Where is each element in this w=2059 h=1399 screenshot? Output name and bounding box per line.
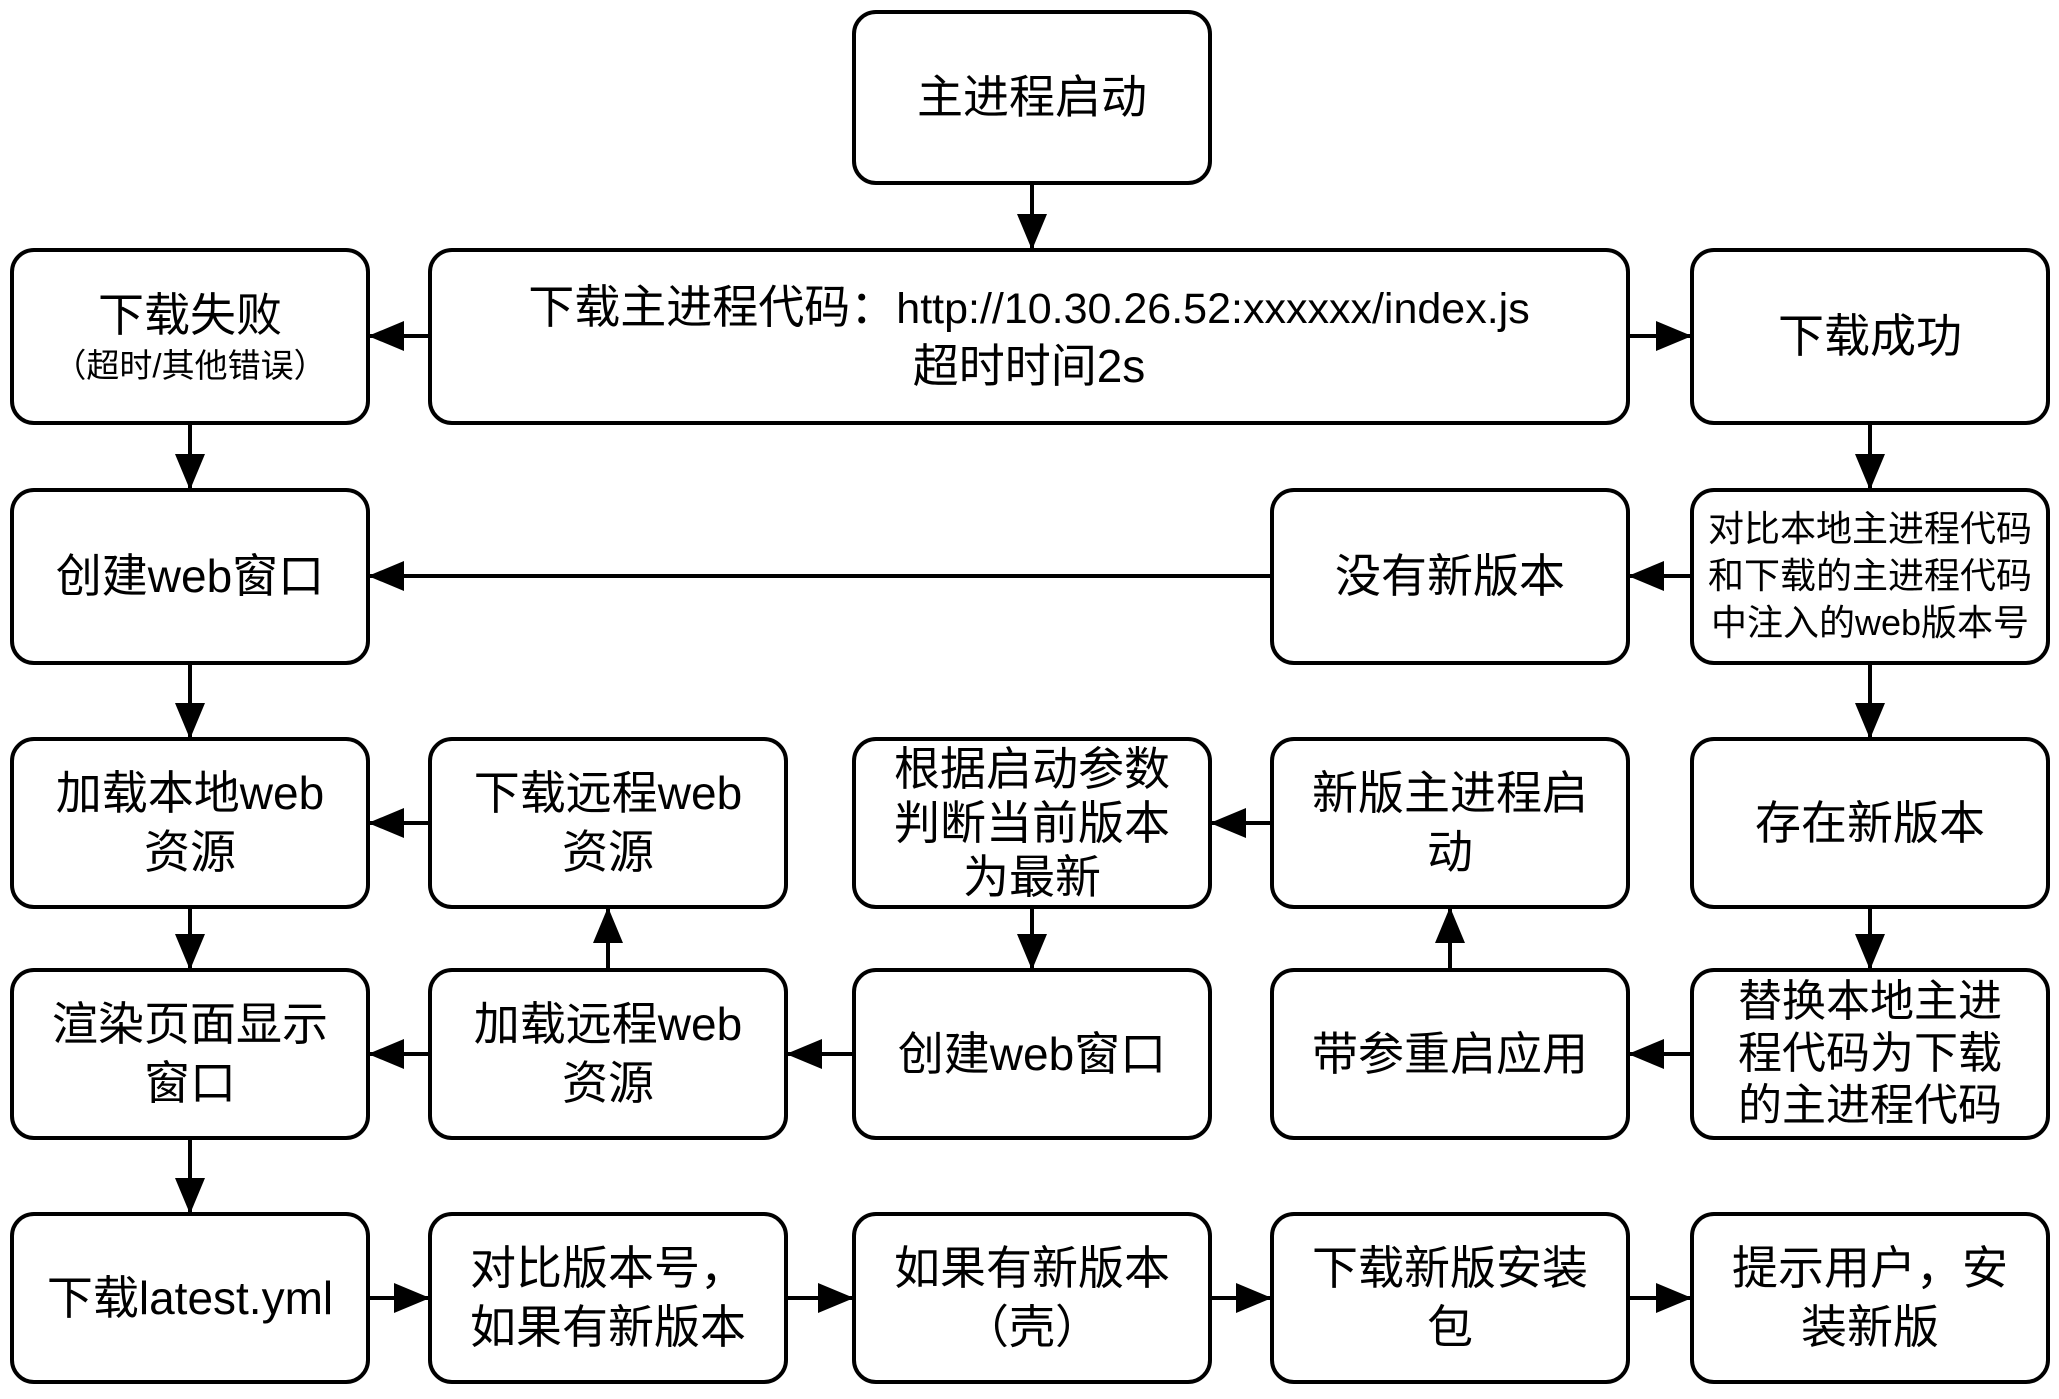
download-main-timeout-note: 超时时间2s [912, 339, 1146, 392]
node-label: 没有新版本 [1335, 550, 1565, 603]
node-label: 创建web窗口 [897, 1027, 1167, 1080]
node-label: 对比版本号， 如果有新版本 [470, 1242, 746, 1353]
node-label-line1: 下载主进程代码： http://10.30.26.52:xxxxxx/index… [528, 278, 1529, 337]
node-label: 带参重启应用 [1312, 1027, 1588, 1080]
node-label: 新版主进程启 动 [1312, 767, 1588, 878]
node-new-version-shell: 如果有新版本 （壳） [852, 1212, 1212, 1384]
node-label: 渲染页面显示 窗口 [52, 998, 328, 1109]
node-label: 对比本地主进程代码 和下载的主进程代码 中注入的web版本号 [1707, 508, 2032, 643]
node-label: 下载新版安装 包 [1312, 1242, 1588, 1353]
node-label: 下载失败 [98, 289, 282, 342]
download-main-title: 下载主进程代码： [528, 280, 897, 333]
node-compare-version-number: 对比版本号， 如果有新版本 [428, 1212, 788, 1384]
node-label: 加载远程web 资源 [473, 998, 743, 1109]
node-judge-current-version-latest: 根据启动参数 判断当前版本 为最新 [852, 737, 1212, 909]
node-label: 提示用户，安 装新版 [1732, 1242, 2008, 1353]
node-download-fail: 下载失败 （超时/其他错误） [10, 248, 370, 425]
node-main-process-start: 主进程启动 [852, 10, 1212, 185]
node-create-web-window-2: 创建web窗口 [852, 968, 1212, 1140]
node-load-local-web-resources: 加载本地web 资源 [10, 737, 370, 909]
node-label: 下载远程web 资源 [473, 767, 743, 878]
node-label: 主进程启动 [917, 71, 1147, 124]
node-no-new-version: 没有新版本 [1270, 488, 1630, 665]
node-sublabel: （超时/其他错误） [53, 347, 327, 385]
node-replace-local-main-code: 替换本地主进 程代码为下载 的主进程代码 [1690, 968, 2050, 1140]
node-compare-web-version: 对比本地主进程代码 和下载的主进程代码 中注入的web版本号 [1690, 488, 2050, 665]
node-exists-new-version: 存在新版本 [1690, 737, 2050, 909]
node-create-web-window-1: 创建web窗口 [10, 488, 370, 665]
node-label: 如果有新版本 （壳） [894, 1242, 1170, 1353]
node-label: 下载latest.yml [46, 1271, 334, 1324]
node-label: 根据启动参数 判断当前版本 为最新 [894, 742, 1170, 904]
node-label: 加载本地web 资源 [55, 767, 325, 878]
node-label: 下载成功 [1778, 310, 1962, 363]
node-download-latest-yml: 下载latest.yml [10, 1212, 370, 1384]
download-main-url: http://10.30.26.52:xxxxxx/index.js [896, 284, 1530, 333]
node-load-remote-web-resources: 加载远程web 资源 [428, 968, 788, 1140]
node-download-success: 下载成功 [1690, 248, 2050, 425]
node-prompt-user-install: 提示用户，安 装新版 [1690, 1212, 2050, 1384]
node-label: 替换本地主进 程代码为下载 的主进程代码 [1738, 977, 2002, 1130]
node-download-remote-web-resources: 下载远程web 资源 [428, 737, 788, 909]
node-render-page-show-window: 渲染页面显示 窗口 [10, 968, 370, 1140]
node-label: 创建web窗口 [55, 550, 325, 603]
node-label: 存在新版本 [1755, 796, 1985, 849]
node-download-main-code: 下载主进程代码： http://10.30.26.52:xxxxxx/index… [428, 248, 1630, 425]
node-download-new-installer: 下载新版安装 包 [1270, 1212, 1630, 1384]
node-restart-app-with-args: 带参重启应用 [1270, 968, 1630, 1140]
node-new-main-process-start: 新版主进程启 动 [1270, 737, 1630, 909]
